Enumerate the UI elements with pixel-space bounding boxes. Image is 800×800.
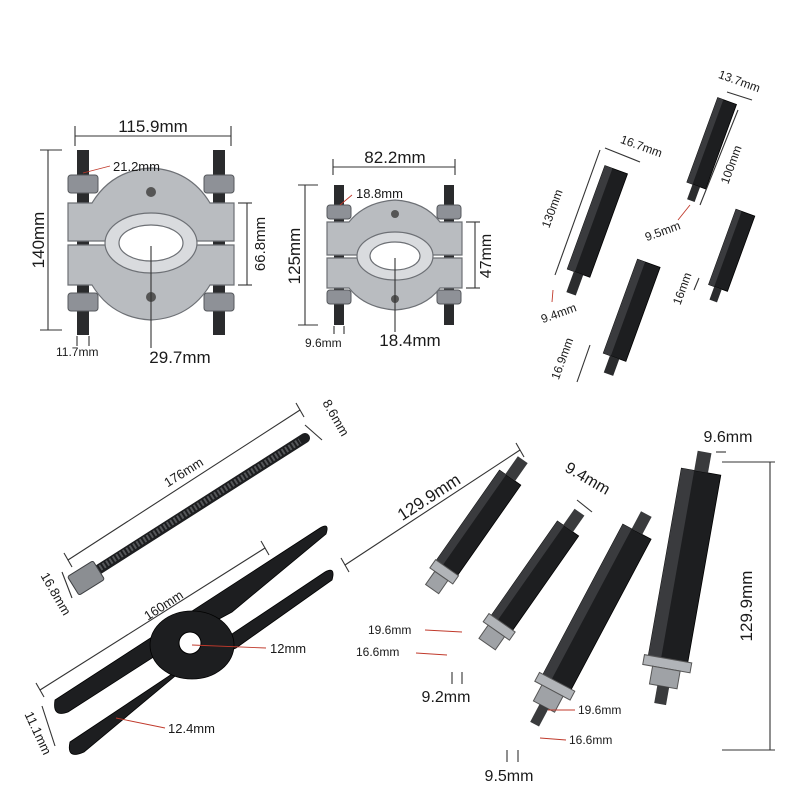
screw-thread — [98, 438, 302, 571]
rod-length-right-label: 129.9mm — [737, 571, 756, 642]
separator-small: 82.2mm 125mm 47mm 18.8mm 9.6mm 18.4mm — [285, 148, 495, 350]
small-height-label: 125mm — [285, 228, 304, 285]
yoke-slot-label: 12.4mm — [168, 721, 215, 736]
rod-4 — [642, 450, 722, 706]
rod-c-length-label: 16mm — [670, 271, 695, 307]
rod-1 — [424, 456, 528, 595]
rod-b-width-label: 13.7mm — [717, 67, 763, 95]
rod-a-length-label: 130mm — [539, 187, 566, 229]
nut-bottom-left — [326, 289, 352, 305]
extensions-large: 129.9mm 9.4mm 9.6mm 129.9mm 19.6mm 16.6m… — [340, 429, 775, 785]
plate-top — [326, 199, 463, 256]
small-width-label: 82.2mm — [364, 148, 425, 167]
thread-bottom-2-label: 9.5mm — [485, 768, 534, 785]
large-height-label: 140mm — [29, 212, 48, 269]
large-width-label: 115.9mm — [118, 117, 188, 136]
nut-bottom-left — [67, 292, 99, 312]
nut-top-right — [436, 204, 462, 220]
separator-large: 115.9mm 140mm 66.8mm 21.2mm 11.7mm 29.7m… — [29, 117, 269, 367]
small-plate-height-label: 47mm — [478, 234, 495, 278]
forcing-screw: 176mm 8.6mm 16.8mm — [38, 397, 353, 618]
large-bolt-diameter-label: 21.2mm — [113, 159, 160, 174]
yoke-hole — [178, 631, 202, 655]
nut-top-right — [203, 174, 235, 194]
nut-bottom-right — [203, 292, 235, 312]
small-bolt-end-label: 9.6mm — [305, 336, 342, 350]
rod-d — [602, 258, 661, 376]
plate-top — [67, 167, 235, 242]
nut-bottom-right — [436, 289, 462, 305]
small-bore-label: 18.4mm — [379, 331, 440, 350]
yoke-hole-label: 12mm — [270, 641, 306, 656]
rod-b — [686, 97, 738, 202]
bolt-left — [77, 150, 89, 335]
bolt-right — [213, 150, 225, 335]
thread-mid-label: 9.4mm — [562, 460, 613, 499]
nut-top-left — [67, 174, 99, 194]
nut-top-left — [326, 204, 352, 220]
yoke-thickness-label: 11.1mm — [22, 709, 55, 757]
nut-2-label: 16.6mm — [569, 733, 612, 747]
nut-1-label: 16.6mm — [356, 645, 399, 659]
rod-a — [566, 165, 628, 296]
rod-a-thread-label: 9.4mm — [539, 300, 578, 326]
washer-outer-2-label: 19.6mm — [578, 703, 621, 717]
rod-length-left-label: 129.9mm — [394, 470, 464, 525]
screw-hex-head — [67, 560, 105, 596]
extensions-small: 130mm 16.7mm 9.4mm 13.7mm 100mm 9.5mm 16… — [539, 67, 763, 383]
rod-c — [708, 208, 756, 303]
large-plate-height-label: 66.8mm — [252, 217, 269, 271]
plate-screw-top — [146, 187, 156, 197]
rod-3 — [530, 511, 652, 727]
small-bolt-diameter-label: 18.8mm — [356, 186, 403, 201]
thread-bottom-1-label: 9.2mm — [422, 689, 471, 706]
screw-thread-label: 8.6mm — [319, 397, 352, 439]
large-bolt-end-label: 11.7mm — [56, 345, 98, 359]
plate-screw-top — [391, 210, 399, 218]
rod-b-thread-label: 9.5mm — [643, 218, 682, 244]
rod-d-width-label: 16.9mm — [548, 336, 576, 382]
rod-2 — [478, 508, 585, 651]
thread-top-label: 9.6mm — [704, 429, 753, 446]
washer-outer-1-label: 19.6mm — [368, 623, 411, 637]
large-bore-label: 29.7mm — [149, 348, 210, 367]
yoke: 160mm 12mm 12.4mm 11.1mm — [22, 525, 334, 757]
